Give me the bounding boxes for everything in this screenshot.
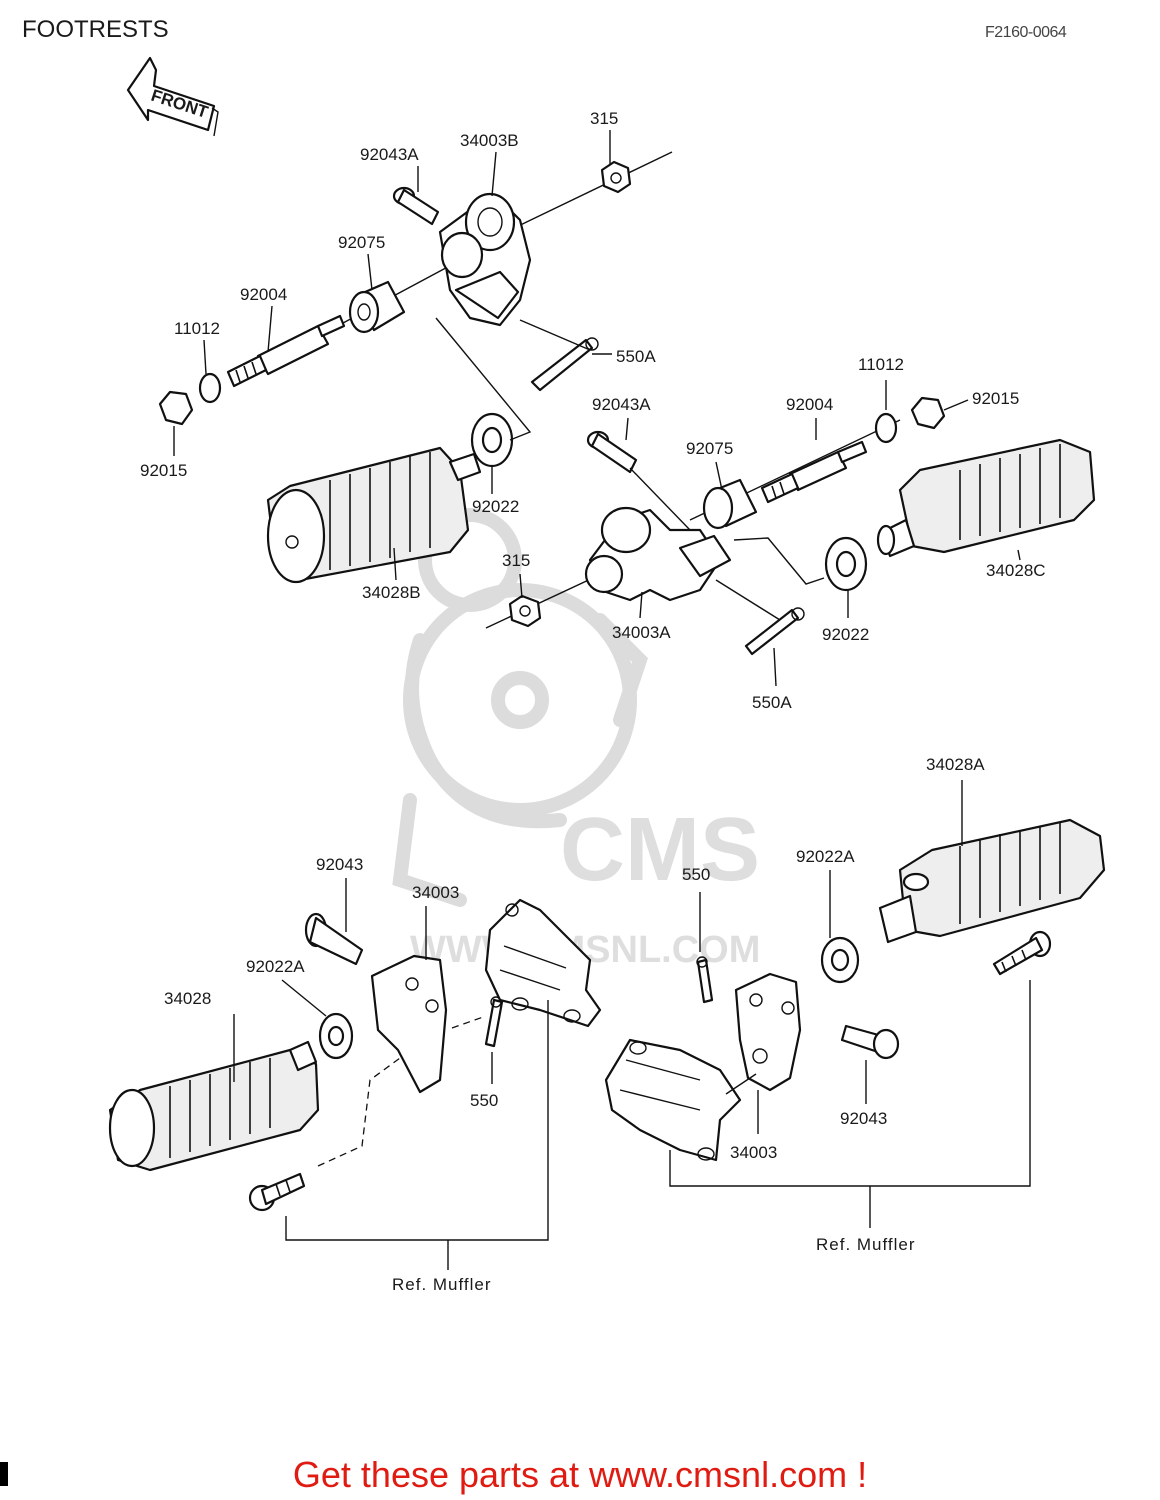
washer-92022a-right xyxy=(820,936,860,984)
bolt-92043a-top xyxy=(392,186,440,226)
label-34028b: 34028B xyxy=(362,583,421,602)
label-92022a-right: 92022A xyxy=(796,847,855,866)
label-92015-mid: 92015 xyxy=(972,389,1019,408)
label-315-mid: 315 xyxy=(502,551,530,570)
label-11012-top: 11012 xyxy=(174,319,220,338)
label-34028: 34028 xyxy=(164,989,211,1008)
cotter-pin-550-left xyxy=(484,996,504,1048)
label-92043-left: 92043 xyxy=(316,855,363,874)
washer-92022-top xyxy=(470,412,514,468)
washer-11012-top xyxy=(198,372,222,404)
bracket-34003a xyxy=(584,506,732,602)
bracket-34003b xyxy=(438,192,532,327)
label-92075-mid: 92075 xyxy=(686,439,733,458)
mount-plate-left xyxy=(484,898,602,1028)
pin-92004-top xyxy=(226,314,346,388)
label-92022a-left: 92022A xyxy=(246,957,305,976)
label-92004-mid: 92004 xyxy=(786,395,833,414)
label-11012-mid: 11012 xyxy=(858,355,904,374)
label-550-left: 550 xyxy=(470,1091,498,1110)
label-92043a-top: 92043A xyxy=(360,145,419,164)
bolt-92043a-mid xyxy=(586,430,638,474)
label-92004-top: 92004 xyxy=(240,285,287,304)
bolt-92043-left xyxy=(304,912,364,966)
washer-92022-mid xyxy=(824,536,868,592)
label-92075-top: 92075 xyxy=(338,233,385,252)
label-34028c: 34028C xyxy=(986,561,1046,580)
label-92043-right: 92043 xyxy=(840,1109,887,1128)
cta-link-text: Get these parts at www.cmsnl.com ! xyxy=(292,1454,868,1495)
label-92022-mid: 92022 xyxy=(822,625,869,644)
label-550-right: 550 xyxy=(682,865,710,884)
footpeg-34028a xyxy=(878,818,1106,944)
nut-315-mid xyxy=(508,594,542,628)
bolt-lower-right xyxy=(992,930,1052,976)
cotter-pin-550-right xyxy=(696,956,714,1004)
nut-92015-mid xyxy=(910,396,946,430)
watermark-mascot xyxy=(392,508,649,907)
watermark-brand: CMS xyxy=(560,800,760,900)
ref-muffler-right: Ref. Muffler xyxy=(816,1235,916,1254)
label-550a-mid: 550A xyxy=(752,693,792,712)
label-34003-right: 34003 xyxy=(730,1143,777,1162)
label-315-top: 315 xyxy=(590,109,618,128)
nut-315-top xyxy=(600,160,632,194)
label-92043a-mid: 92043A xyxy=(592,395,651,414)
label-34028a: 34028A xyxy=(926,755,985,774)
label-550a-top: 550A xyxy=(616,347,656,366)
footpeg-34028b xyxy=(266,446,482,584)
front-direction-arrow: FRONT xyxy=(126,56,219,137)
cta-link[interactable] xyxy=(0,1454,1160,1500)
label-34003-left: 34003 xyxy=(412,883,459,902)
label-92015-top: 92015 xyxy=(140,461,187,480)
ref-muffler-left: Ref. Muffler xyxy=(392,1275,492,1294)
pin-92043-right xyxy=(840,1024,900,1060)
bracket-34003-right xyxy=(734,972,802,1092)
pin-92004-mid xyxy=(760,440,868,504)
washer-92022a-left xyxy=(318,1012,354,1060)
bushing-92075-top xyxy=(348,280,406,334)
figure-code: F2160-0064 xyxy=(985,24,1067,41)
label-34003a: 34003A xyxy=(612,623,671,642)
footpeg-34028 xyxy=(108,1040,320,1172)
edge-marker xyxy=(0,1462,8,1486)
label-92022-top: 92022 xyxy=(472,497,519,516)
bolt-lower-left xyxy=(248,1172,306,1212)
bushing-92075-mid xyxy=(702,478,758,530)
bracket-34003-left xyxy=(370,954,448,1094)
label-34003b: 34003B xyxy=(460,131,519,150)
cotter-pin-550a-top xyxy=(530,337,599,392)
nut-92015-top xyxy=(158,390,194,426)
page-title: FOOTRESTS xyxy=(22,16,169,43)
mount-plate-right xyxy=(604,1038,742,1162)
cotter-pin-550a-mid xyxy=(744,607,805,656)
footpeg-34028c xyxy=(876,438,1096,558)
washer-11012-mid xyxy=(874,412,898,444)
